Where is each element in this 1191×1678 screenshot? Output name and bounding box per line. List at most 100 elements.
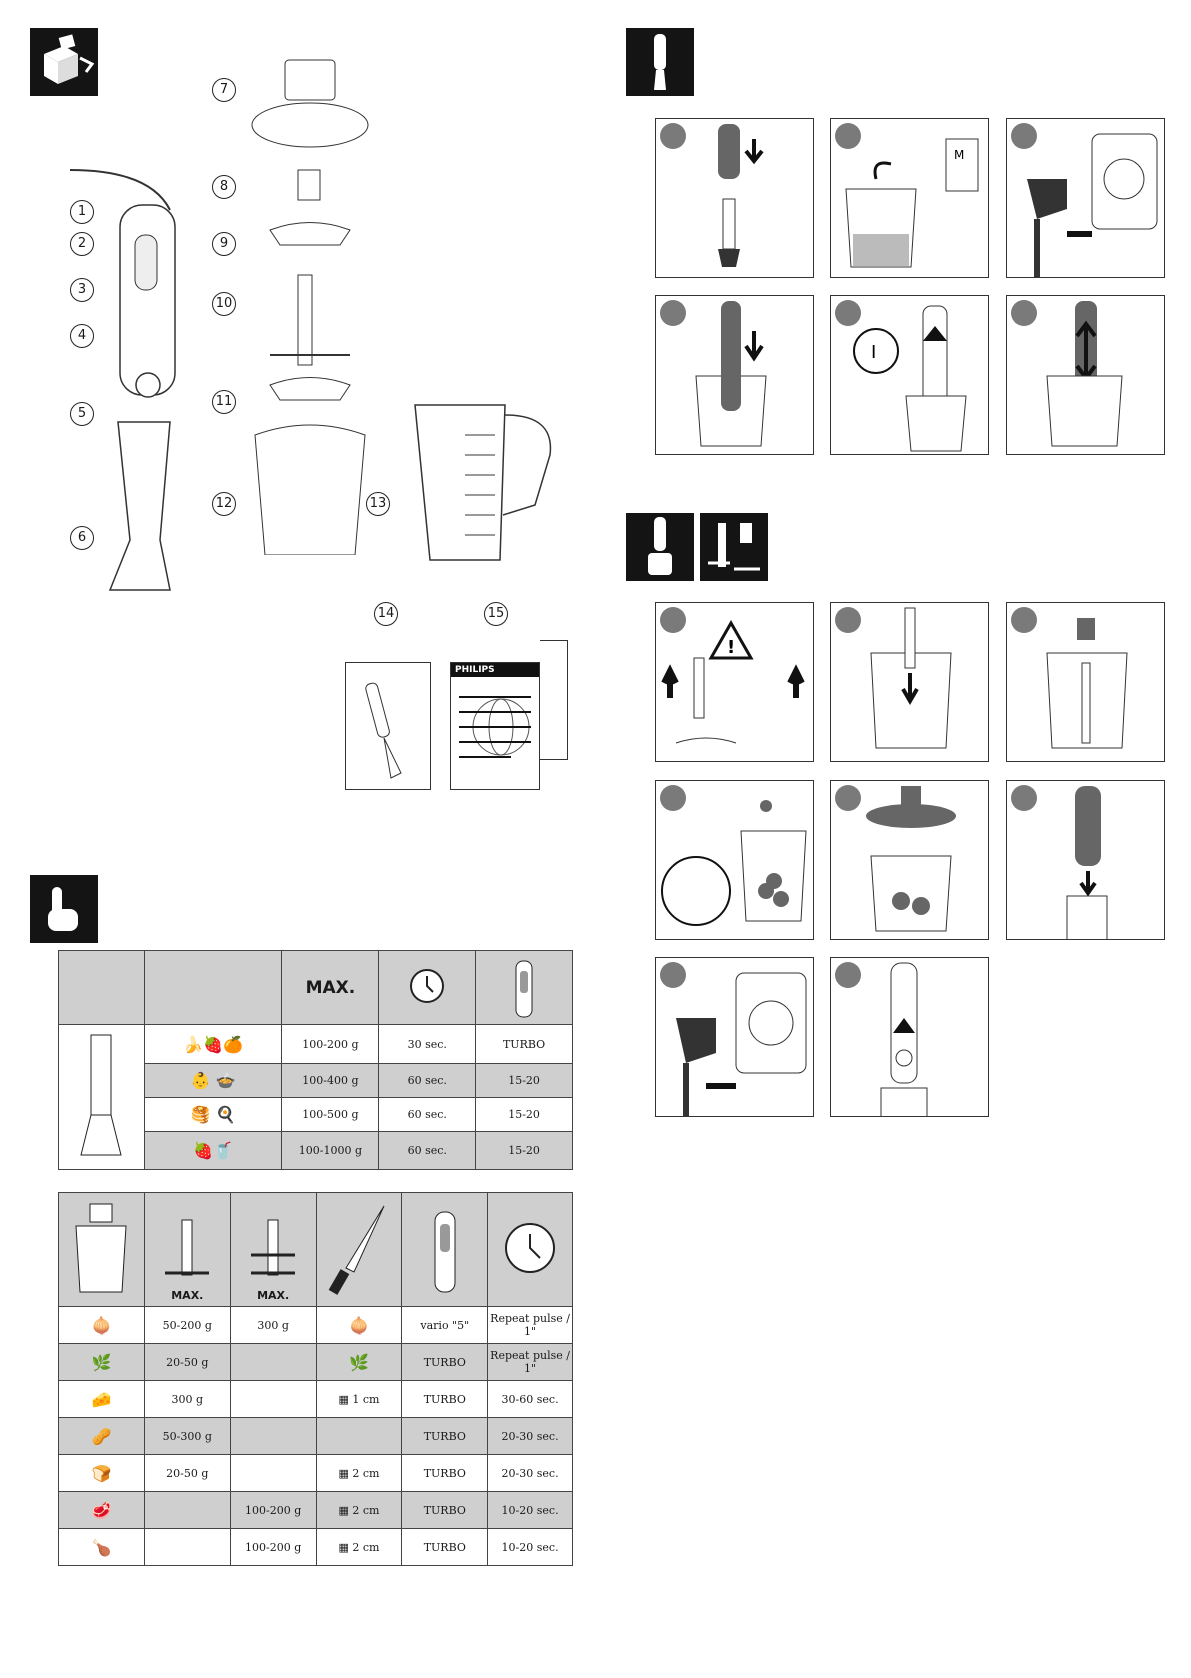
cut-size: 2 cm: [352, 1540, 380, 1554]
chopper-bowl-icon: [75, 1203, 127, 1292]
cubes-cut-cell: ▦ 2 cm: [315, 1454, 403, 1492]
header-max: MAX.: [281, 950, 380, 1025]
clock-icon: [410, 968, 445, 1003]
speed-cell: 15-20: [475, 1097, 573, 1132]
unpack-section-icon: [30, 28, 98, 96]
onion-icon: 🧅: [58, 1306, 145, 1344]
step-put-lid: [830, 780, 989, 940]
header-blank: [58, 950, 145, 1025]
header-food: [143, 950, 283, 1025]
amount-cell: [229, 1343, 317, 1381]
amount-cell: [229, 1417, 317, 1455]
quick-start-card: [345, 662, 431, 790]
amount-cell: [143, 1491, 231, 1529]
time-cell: 10-20 sec.: [487, 1528, 573, 1566]
chopping-table: MAX. MAX. 🧅 50-200 g 300 g 🧅 vario "5" R…: [58, 1192, 573, 1566]
cut-size: 1 cm: [352, 1392, 380, 1406]
plug-in-illustration: [676, 972, 807, 1116]
step-plug-in: [1006, 118, 1165, 278]
amount-cell: [229, 1454, 317, 1492]
food-baby-icon: 👶 🍲: [143, 1063, 283, 1098]
step-marker: [660, 300, 686, 326]
press-button-illustration: [880, 962, 928, 1116]
step-marker: [1011, 607, 1037, 633]
time-cell: 10-20 sec.: [487, 1491, 573, 1529]
blending-table: MAX. 🍌🍓🍊 100-200 g 30 sec. TURBO 👶 🍲 100…: [58, 950, 573, 1170]
header-max-1: MAX.: [171, 1289, 204, 1302]
time-cell: 20-30 sec.: [487, 1417, 573, 1455]
speed-dial-icon: [515, 960, 533, 1017]
nuts-icon: 🥜: [58, 1417, 145, 1455]
blender-with-chopper-icon: [648, 517, 672, 575]
food-shake-icon: 🍓🥤: [143, 1131, 283, 1170]
amount-cell: [143, 1528, 231, 1566]
blender-bar-icon: [80, 1034, 123, 1156]
step-press-button-chopper: [830, 957, 989, 1117]
header-time-icon: [378, 950, 477, 1025]
speed-dial-icon: [434, 1211, 456, 1292]
cut-size: 2 cm: [352, 1503, 380, 1517]
speed-cell: TURBO: [401, 1343, 489, 1381]
blender-mini-icon: [365, 682, 402, 779]
header-max-2: MAX.: [257, 1289, 290, 1302]
add-food-illustration: [661, 800, 807, 926]
blender-bar-cell: [58, 1024, 145, 1170]
cheese-icon: 🧀: [58, 1380, 145, 1418]
booklet-brand: PHILIPS: [451, 663, 539, 677]
amount-cell: 50-200 g: [143, 1306, 231, 1344]
part-number-4: 4: [70, 324, 94, 348]
header-speed-icon: [475, 950, 573, 1025]
step-blade-in-bowl: [1006, 602, 1165, 762]
part-number-2: 2: [70, 232, 94, 256]
amount-cell: 100-1000 g: [281, 1131, 380, 1170]
part-number-10: 10: [212, 292, 236, 316]
part-number-1: 1: [70, 200, 94, 224]
cubes-cut-cell: ▦ 2 cm: [315, 1491, 403, 1529]
amount-cell: 100-400 g: [281, 1063, 380, 1098]
step-marker: [1011, 123, 1037, 149]
food-fruit-icon: 🍌🍓🍊: [143, 1024, 283, 1064]
header-time: [487, 1192, 573, 1307]
chopper-parts-drawing: [251, 59, 369, 555]
step-marker: [835, 300, 861, 326]
part-number-9: 9: [212, 232, 236, 256]
ice-crush-blade-icon: [251, 1219, 296, 1276]
step-marker: [660, 123, 686, 149]
part-number-3: 3: [70, 278, 94, 302]
globe-icon: [459, 696, 531, 758]
amount-cell: 100-200 g: [281, 1024, 380, 1064]
amount-cell: 300 g: [143, 1380, 231, 1418]
plug-in-illustration: [1027, 133, 1158, 277]
onion-cut-icon: 🧅: [315, 1306, 403, 1344]
step-marker: [660, 607, 686, 633]
pointing-hand-icon: [48, 887, 78, 931]
speed-cell: vario "5": [401, 1306, 489, 1344]
cubes-cut-cell: ▦ 1 cm: [315, 1380, 403, 1418]
time-cell: 60 sec.: [378, 1131, 477, 1170]
blender-section-icon: [626, 28, 694, 96]
time-cell: 30-60 sec.: [487, 1380, 573, 1418]
part-number-8: 8: [212, 175, 236, 199]
header-knife: [315, 1192, 403, 1307]
cut-size: [315, 1417, 403, 1455]
attach-motor-illustration: [1066, 786, 1108, 939]
step-move-up-down: [1006, 295, 1165, 455]
part-number-14: 14: [374, 602, 398, 626]
step-plug-in-chopper: [655, 957, 814, 1117]
cubes-icon: ▦: [338, 1392, 353, 1406]
amount-cell: 100-200 g: [229, 1491, 317, 1529]
amount-cell: 20-50 g: [143, 1454, 231, 1492]
step-marker: [660, 962, 686, 988]
knife-icon: [328, 1205, 385, 1295]
amount-cell: 20-50 g: [143, 1343, 231, 1381]
herbs-icon: 🌿: [58, 1343, 145, 1381]
step-pour-ingredients: M: [830, 118, 989, 278]
box-unpack-icon: [44, 34, 95, 84]
speed-cell: TURBO: [401, 1454, 489, 1492]
hand-blender-drawing: [69, 169, 176, 591]
amount-cell: 50-300 g: [143, 1417, 231, 1455]
chopper-blade-icon: [165, 1219, 210, 1276]
move-illustration: [1046, 301, 1123, 447]
part-number-7: 7: [212, 78, 236, 102]
amount-cell: 100-200 g: [229, 1528, 317, 1566]
